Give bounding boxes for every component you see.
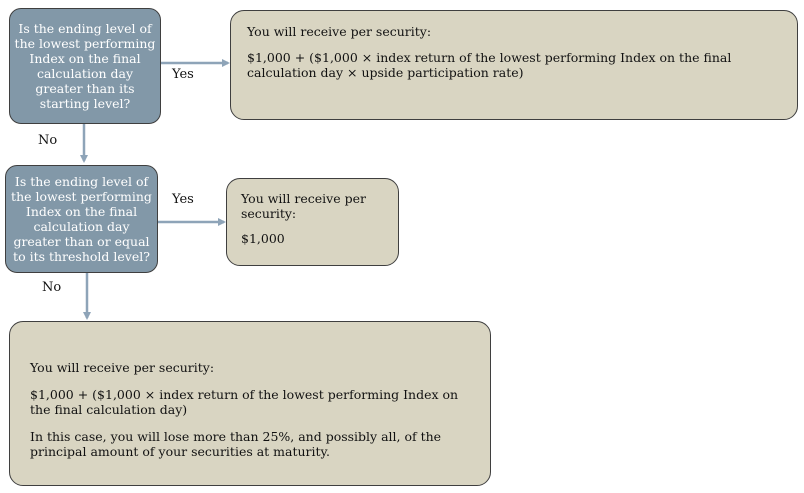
decision-1-yes-label: Yes [172, 67, 194, 82]
decision-ending-vs-threshold: Is the ending level of the lowest perfor… [5, 165, 158, 273]
outcome-3-heading: You will receive per security: [30, 360, 215, 375]
outcome-2-heading: You will receive per security: [241, 191, 366, 221]
outcome-3-body: $1,000 + ($1,000 × index return of the l… [30, 387, 459, 417]
outcome-upside: You will receive per security: $1,000 + … [230, 10, 798, 120]
outcome-par: You will receive per security: $1,000 [226, 178, 399, 266]
decision-2-yes-label: Yes [172, 192, 194, 207]
decision-1-no-label: No [38, 133, 58, 148]
outcome-1-heading: You will receive per security: [247, 24, 432, 39]
decision-ending-vs-starting: Is the ending level of the lowest perfor… [9, 8, 161, 124]
outcome-1-body: $1,000 + ($1,000 × index return of the l… [247, 50, 732, 80]
outcome-loss: You will receive per security: $1,000 + … [9, 321, 491, 486]
outcome-3-note: In this case, you will lose more than 25… [30, 429, 442, 459]
decision-2-text: Is the ending level of the lowest perfor… [11, 174, 152, 264]
outcome-2-body: $1,000 [241, 231, 285, 246]
decision-2-no-label: No [42, 280, 62, 295]
decision-1-text: Is the ending level of the lowest perfor… [14, 21, 156, 111]
